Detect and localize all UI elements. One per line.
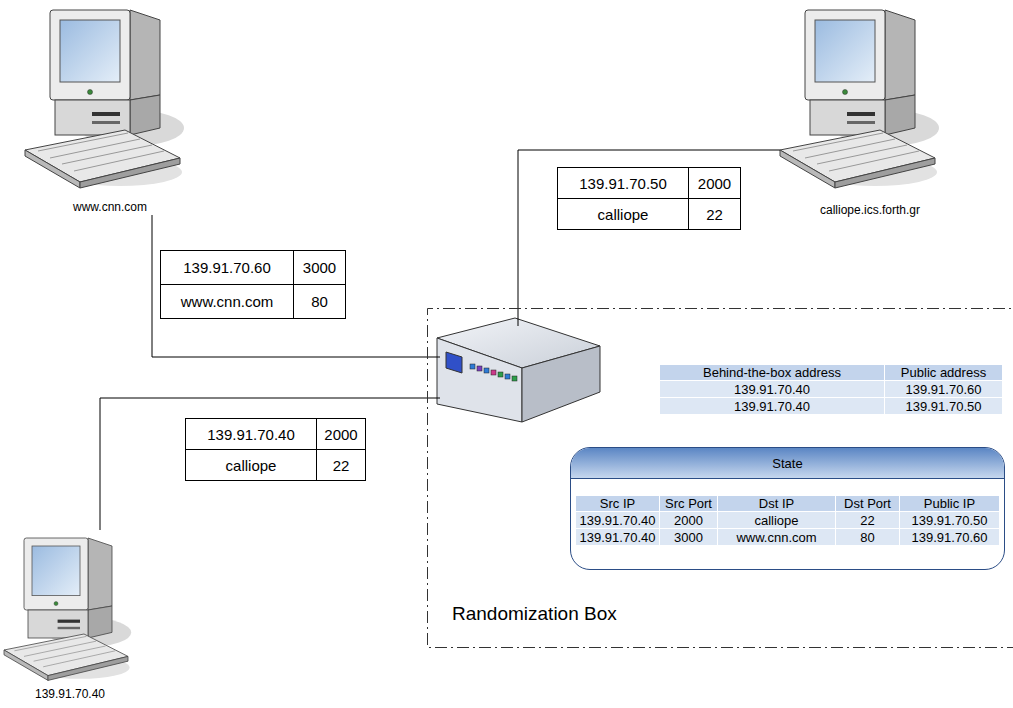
packet-field: calliope — [557, 198, 689, 230]
table-cell: 80 — [836, 529, 899, 545]
table-cell: 139.91.70.40 — [660, 398, 884, 414]
network-box — [437, 318, 600, 422]
packet-field: 3000 — [293, 250, 346, 285]
table-cell: 139.91.70.50 — [900, 512, 999, 528]
network-link — [152, 215, 427, 357]
region-title: Randomization Box — [452, 603, 617, 625]
packet-field: 139.91.70.40 — [185, 418, 317, 450]
table-header: Behind-the-box address — [660, 365, 884, 380]
packet-field: 139.91.70.50 — [557, 167, 689, 199]
table-cell: 2000 — [660, 512, 717, 528]
table-cell: calliope — [718, 512, 835, 528]
table-cell: 139.91.70.40 — [576, 529, 659, 545]
table-cell: 3000 — [660, 529, 717, 545]
packet-field: 80 — [293, 284, 346, 319]
host-name: www.cnn.com — [73, 200, 147, 215]
packet-field: calliope — [185, 449, 317, 481]
wire-stub — [427, 308, 518, 398]
table-cell: 139.91.70.40 — [576, 512, 659, 528]
randomization-region: Randomization Box State — [427, 308, 1013, 648]
host-name: calliope.ics.forth.gr — [820, 203, 920, 218]
network-link — [518, 150, 780, 308]
table-cell: 139.91.70.60 — [885, 381, 1002, 397]
table-header: Public address — [885, 365, 1002, 380]
host-name: 139.91.70.40 — [35, 687, 105, 702]
packet-field: 2000 — [316, 418, 366, 450]
table-cell: www.cnn.com — [718, 529, 835, 545]
table-cell: 139.91.70.50 — [885, 398, 1002, 414]
table-cell: 22 — [836, 512, 899, 528]
network-link — [100, 398, 427, 530]
computer-node: 139.91.70.40 — [0, 530, 140, 702]
packet-field: 2000 — [688, 167, 741, 199]
table-cell: 139.91.70.60 — [900, 529, 999, 545]
computer-icon — [4, 538, 131, 680]
panel-header: State — [571, 448, 1004, 479]
packet-field: 22 — [316, 449, 366, 481]
table-cell: 139.91.70.40 — [660, 381, 884, 397]
table-header: Dst Port — [836, 496, 899, 511]
table-header: Dst IP — [718, 496, 835, 511]
table-header: Src Port — [660, 496, 717, 511]
computer-node: www.cnn.com — [30, 0, 190, 215]
computer-icon — [780, 10, 939, 188]
packet-field: 22 — [688, 198, 741, 230]
computer-icon — [25, 10, 184, 188]
table-header: Src IP — [576, 496, 659, 511]
packet-field: 139.91.70.60 — [160, 250, 294, 285]
table-header: Public IP — [900, 496, 999, 511]
packet-field: www.cnn.com — [160, 284, 294, 319]
computer-node: calliope.ics.forth.gr — [780, 0, 960, 218]
